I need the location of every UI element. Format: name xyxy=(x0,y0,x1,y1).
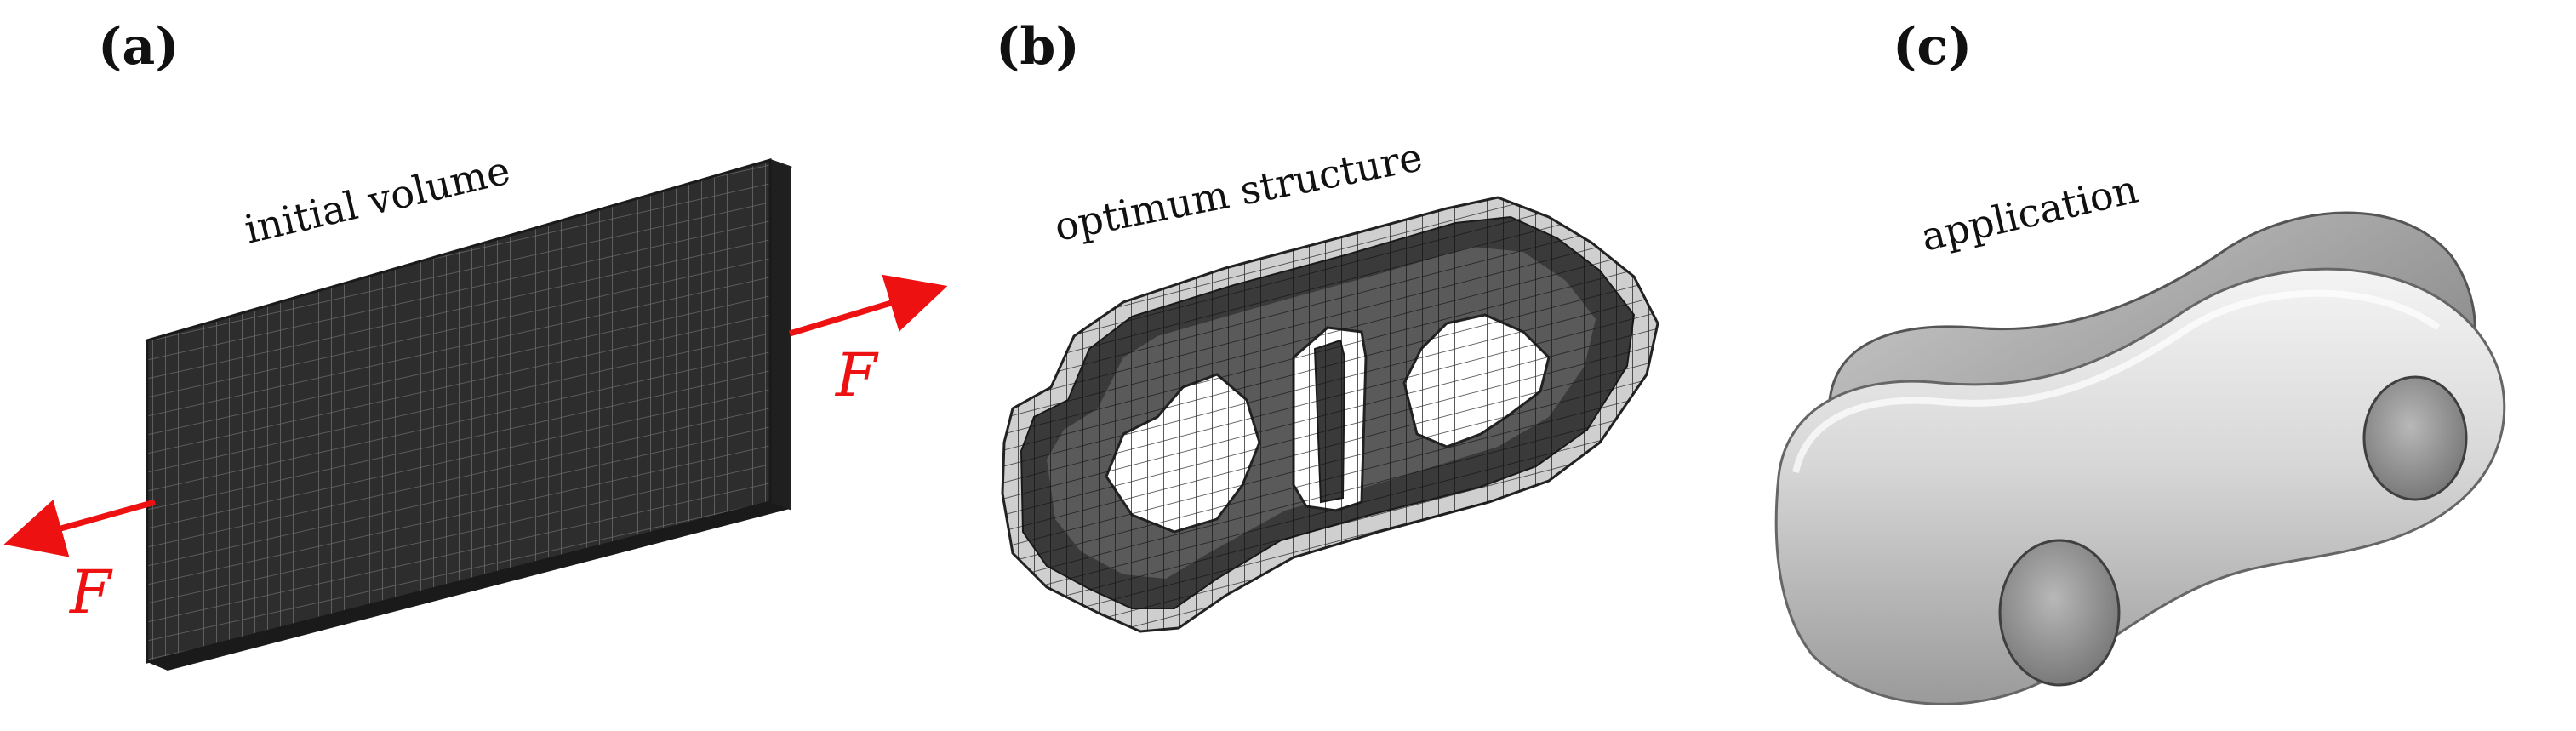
panel-b: (b) optimum structure xyxy=(996,17,1659,633)
panel-c: (c) application xyxy=(1774,17,2506,705)
panel-a-caption: initial volume xyxy=(240,147,514,253)
voxel-topology-link-icon xyxy=(1001,196,1659,633)
force-arrow-right xyxy=(788,274,948,337)
panel-c-label: (c) xyxy=(1893,17,1972,77)
hexahedral-mesh-plate-icon xyxy=(144,158,793,671)
panel-b-label: (b) xyxy=(996,17,1080,77)
panel-c-caption: application xyxy=(1916,166,2142,260)
panel-a: (a) initial volume F F xyxy=(3,17,948,671)
panel-a-label: (a) xyxy=(98,17,180,77)
chain-master-link-photo-icon xyxy=(1774,211,2506,705)
force-label-left: F xyxy=(68,557,113,627)
force-arrow-left xyxy=(3,499,156,557)
force-label-right: F xyxy=(834,340,879,410)
